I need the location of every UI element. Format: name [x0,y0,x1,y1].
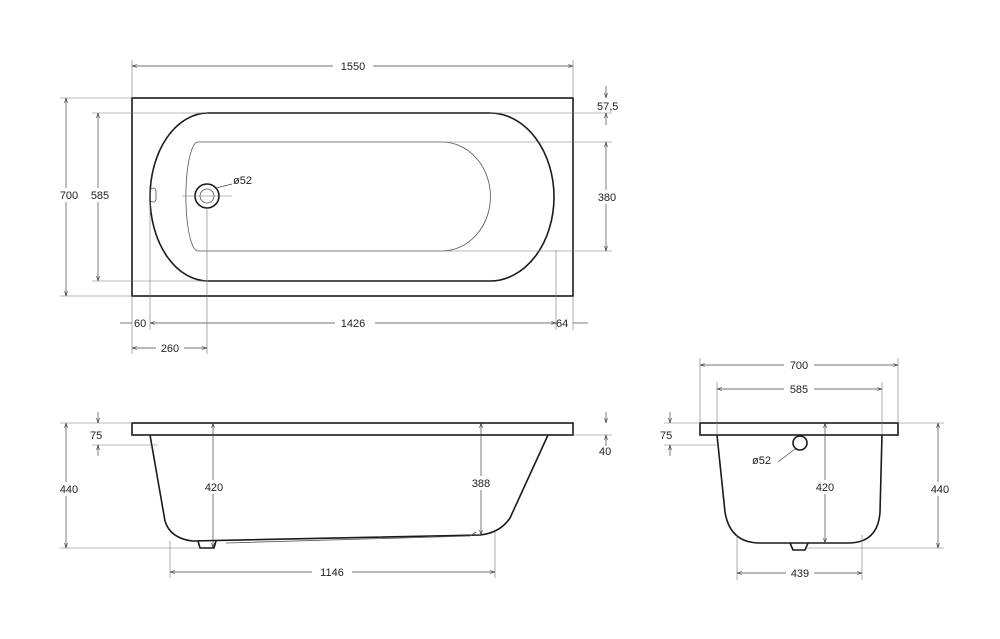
tub-body-side [149,434,549,542]
dim-rim-thickness-end: 75 [660,430,672,442]
dim-total-height-side: 440 [60,484,78,496]
dim-slope-height-side: 388 [472,478,490,490]
dim-floor-width: 380 [598,192,616,204]
dim-inner-width-end: 585 [790,384,808,396]
dim-overall-length: 1550 [341,61,365,73]
dim-depth-side: 420 [205,482,223,494]
dim-right-gap: 64 [556,318,568,330]
side-view: 75 440 420 388 40 1146 [56,412,612,579]
drain-icon-end [792,435,808,451]
dim-overall-width: 700 [60,190,78,202]
dim-total-height-end: 440 [931,484,949,496]
tub-rim-inner [149,112,555,282]
dim-drain-diameter-end: ø52 [752,455,771,467]
dim-right-rim-side: 40 [599,446,611,458]
top-view: 1550 700 585 57,5 380 ø52 [56,59,620,355]
dim-rim-offset: 57,5 [597,101,618,113]
tub-outline-top [131,97,574,297]
drain-icon [182,183,232,209]
dim-drain-diameter: ø52 [233,175,252,187]
dim-drain-offset: 260 [161,343,179,355]
end-view: 700 585 75 ø52 420 440 439 [660,358,953,580]
dim-inner-length: 1426 [341,318,365,330]
drain-outlet-end [789,542,809,551]
dim-rim-thickness-side: 75 [90,430,102,442]
dim-depth-end: 420 [816,482,834,494]
dim-outer-width-end: 700 [790,360,808,372]
drain-outlet-side [197,540,217,549]
tub-support-side [225,531,477,544]
dim-left-gap: 60 [134,318,146,330]
dim-inner-width: 585 [91,190,109,202]
dim-bottom-length-side: 1146 [320,567,344,579]
overflow-icon [149,187,157,203]
dim-bottom-width-end: 439 [791,568,809,580]
tub-body-end [716,434,883,544]
tub-rim-side [131,422,574,436]
tub-floor [185,141,491,252]
tub-rim-end [699,422,899,436]
